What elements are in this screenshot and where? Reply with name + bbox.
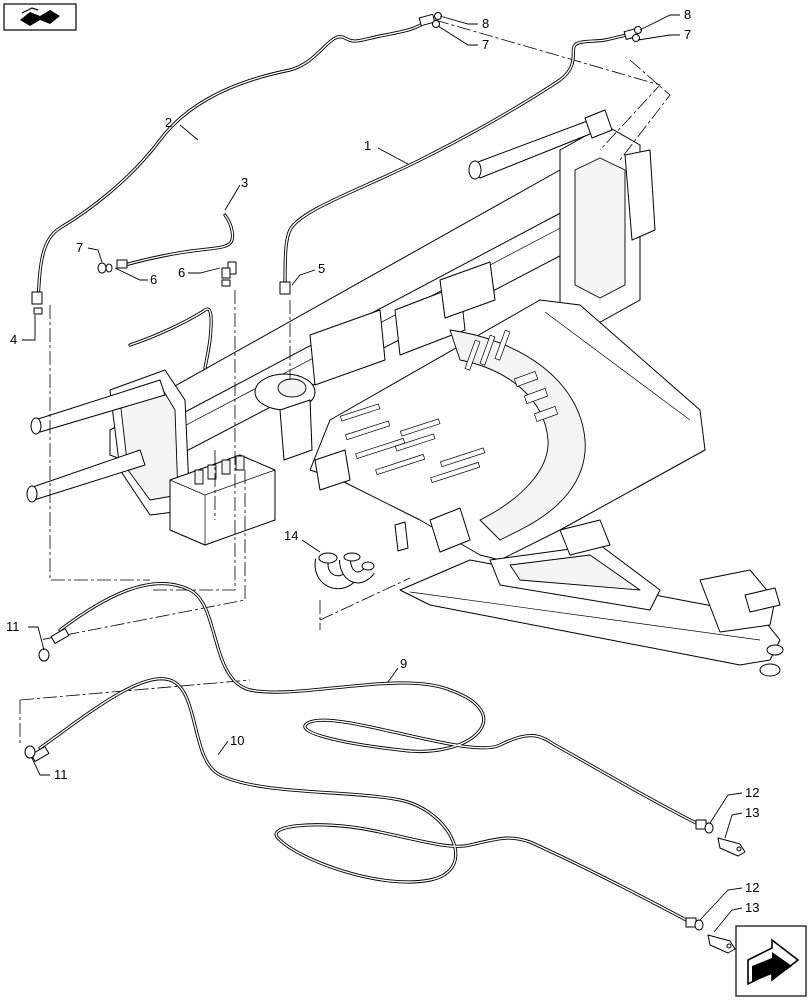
phantom-lines <box>19 19 671 745</box>
callout-14[interactable]: 14 <box>284 528 298 543</box>
u-hose-part-14 <box>314 552 375 590</box>
callout-10[interactable]: 10 <box>230 733 244 748</box>
hose-valve-feed <box>128 307 213 370</box>
next-page-arrow-icon[interactable] <box>735 925 807 997</box>
callout-7-left[interactable]: 7 <box>76 240 83 255</box>
header-frame-assembly <box>26 109 784 677</box>
callout-9[interactable]: 9 <box>400 656 407 671</box>
callout-7-top-right[interactable]: 7 <box>684 27 691 42</box>
hose-2 <box>31 13 436 305</box>
callout-12-lower[interactable]: 12 <box>745 880 759 895</box>
callout-12-upper[interactable]: 12 <box>745 785 759 800</box>
hose-3 <box>116 213 237 275</box>
callout-7-top-middle[interactable]: 7 <box>482 37 489 52</box>
callout-11-lower[interactable]: 11 <box>54 767 68 782</box>
hose-10 <box>30 677 697 928</box>
callout-2[interactable]: 2 <box>165 115 172 130</box>
hose-9 <box>50 581 707 830</box>
callout-11-upper[interactable]: 11 <box>6 619 20 634</box>
fittings <box>24 12 746 954</box>
callout-13-upper[interactable]: 13 <box>745 805 759 820</box>
callout-3[interactable]: 3 <box>241 175 248 190</box>
callout-8-top-middle[interactable]: 8 <box>482 16 489 31</box>
callout-1[interactable]: 1 <box>364 138 371 153</box>
callout-6-left[interactable]: 6 <box>150 272 157 287</box>
hoses <box>30 13 707 928</box>
callout-8-top-right[interactable]: 8 <box>684 7 691 22</box>
leader-lines <box>22 14 743 933</box>
callout-5[interactable]: 5 <box>318 261 325 276</box>
callout-4[interactable]: 4 <box>10 332 17 347</box>
callout-labels: 1 2 3 4 5 6 6 7 7 7 8 8 9 10 11 11 12 12… <box>6 7 759 915</box>
book-arrow-icon[interactable] <box>3 3 77 31</box>
deck-slots <box>339 329 559 484</box>
callout-13-lower[interactable]: 13 <box>745 900 759 915</box>
callout-6-right[interactable]: 6 <box>178 265 185 280</box>
